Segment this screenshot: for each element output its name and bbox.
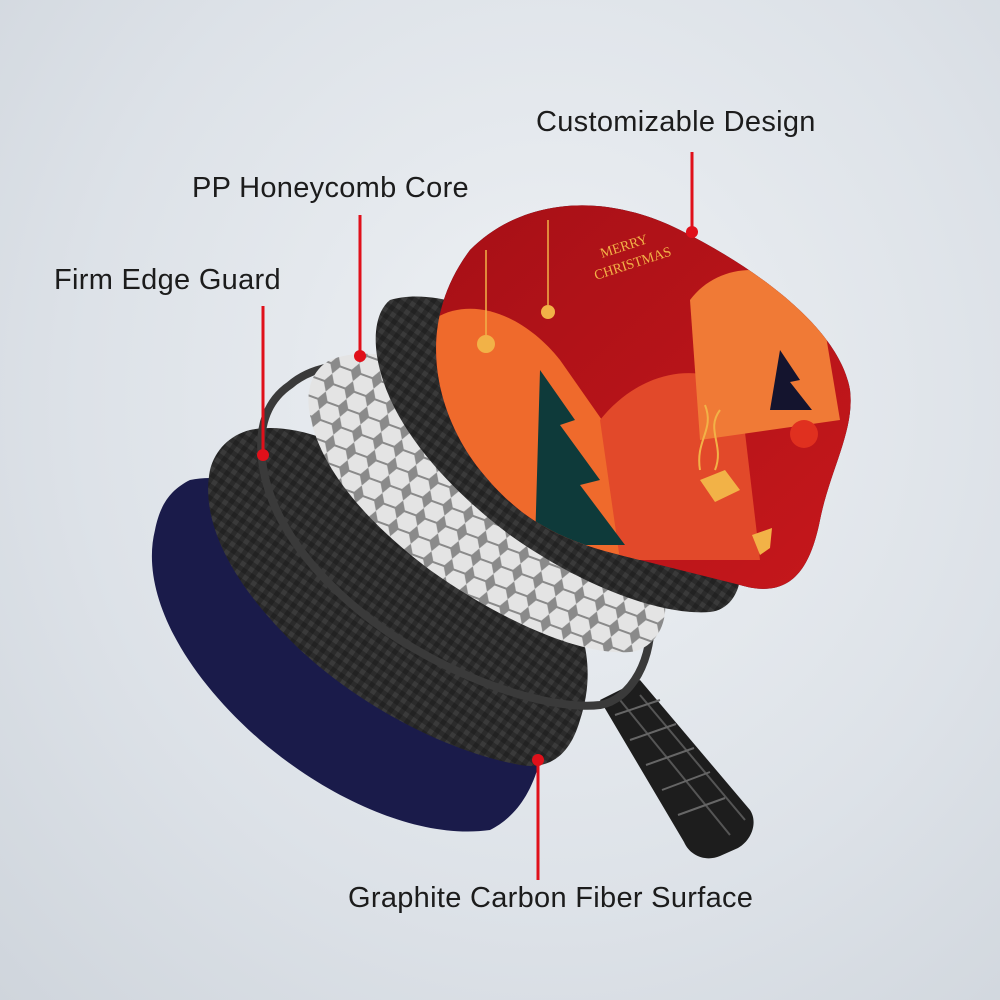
callout-dot-core	[354, 350, 366, 362]
callout-dots	[257, 226, 698, 766]
paddle-handle	[600, 680, 754, 859]
callout-dot-design	[686, 226, 698, 238]
callout-dot-edge	[257, 449, 269, 461]
callout-edge-guard: Firm Edge Guard	[54, 264, 281, 296]
callout-lines	[261, 152, 694, 880]
callout-dot-surface	[532, 754, 544, 766]
brand-logo-icon	[752, 528, 772, 555]
callout-honeycomb-core: PP Honeycomb Core	[192, 172, 469, 204]
callout-customizable-design: Customizable Design	[536, 106, 816, 138]
callout-carbon-surface: Graphite Carbon Fiber Surface	[348, 882, 754, 914]
